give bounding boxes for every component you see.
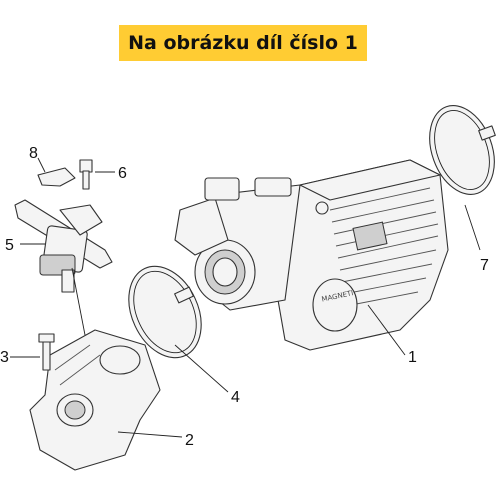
callout-label-1[interactable]: 1 bbox=[408, 349, 417, 366]
callout-label-4[interactable]: 4 bbox=[231, 389, 240, 406]
leader-line-4 bbox=[174, 344, 229, 393]
intake-manifold-part-2[interactable] bbox=[29, 329, 161, 471]
clip-part-8[interactable] bbox=[37, 167, 76, 187]
fuel-injector-part-5[interactable] bbox=[14, 199, 113, 293]
leader-line-1 bbox=[367, 304, 406, 356]
leader-line-manifold bbox=[71, 267, 86, 336]
hose-clamp-part-7[interactable] bbox=[418, 97, 500, 204]
callout-label-3[interactable]: 3 bbox=[0, 349, 9, 366]
leader-line-2 bbox=[117, 431, 183, 438]
callout-label-6[interactable]: 6 bbox=[118, 165, 127, 182]
callout-label-7[interactable]: 7 bbox=[480, 257, 489, 274]
callout-label-2[interactable]: 2 bbox=[185, 432, 194, 449]
part-title-banner: Na obrázku díl číslo 1 bbox=[119, 25, 367, 61]
bolt-part-3[interactable] bbox=[38, 333, 55, 371]
callout-label-8[interactable]: 8 bbox=[29, 145, 38, 162]
leader-line-8 bbox=[37, 157, 46, 173]
hose-clamp-part-4[interactable] bbox=[115, 255, 215, 370]
screw-part-6[interactable] bbox=[79, 159, 93, 190]
leader-line-7 bbox=[464, 204, 481, 251]
throttle-body-part-1[interactable]: MAGNETI bbox=[174, 159, 449, 351]
callout-label-5[interactable]: 5 bbox=[5, 237, 14, 254]
